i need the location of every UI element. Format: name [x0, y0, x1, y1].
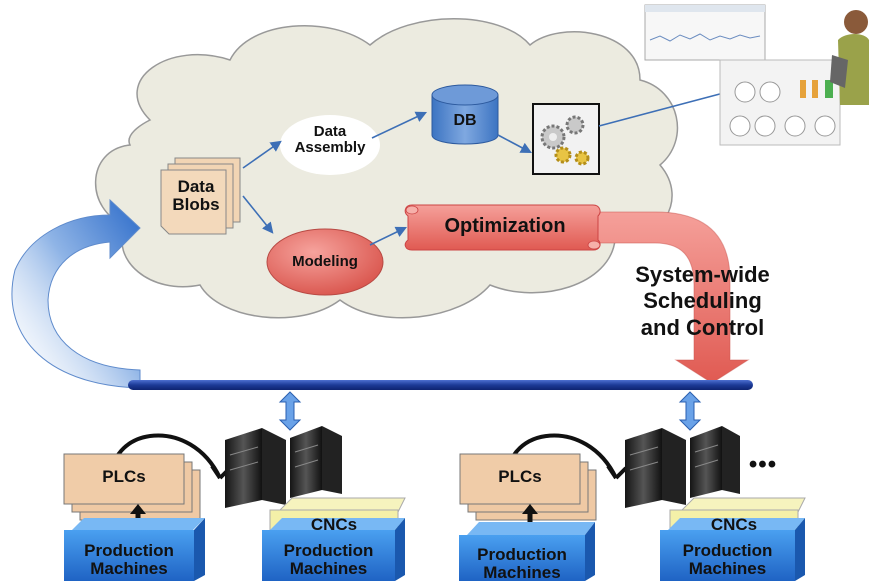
- server-1: [225, 426, 342, 508]
- operator-person: [830, 10, 869, 105]
- db-label: DB: [453, 112, 477, 129]
- plcs-label-2: PLCs: [498, 467, 542, 486]
- cncs-label-2: CNCs: [710, 515, 758, 534]
- cell-1: [63, 426, 406, 581]
- dashboard-thumbnail: [644, 4, 841, 146]
- optimization-arrow: [404, 204, 750, 384]
- cell-2: [459, 426, 806, 581]
- gear-box: [532, 103, 600, 175]
- optimization-label: Optimization: [444, 215, 566, 237]
- modeling-node: [266, 228, 384, 296]
- data-assembly-node: [280, 115, 380, 175]
- bus-connectors: [278, 391, 702, 431]
- db-cylinder: [431, 84, 499, 145]
- data-blobs-stack: [160, 157, 241, 235]
- feedback-arrow: [11, 198, 141, 389]
- server-2: [625, 426, 740, 508]
- ellipsis-indicator: •••: [748, 451, 778, 478]
- modeling-label: Modeling: [292, 253, 358, 270]
- plcs-label-1: PLCs: [102, 467, 146, 486]
- cncs-label-1: CNCs: [310, 515, 358, 534]
- network-bus: [128, 380, 753, 390]
